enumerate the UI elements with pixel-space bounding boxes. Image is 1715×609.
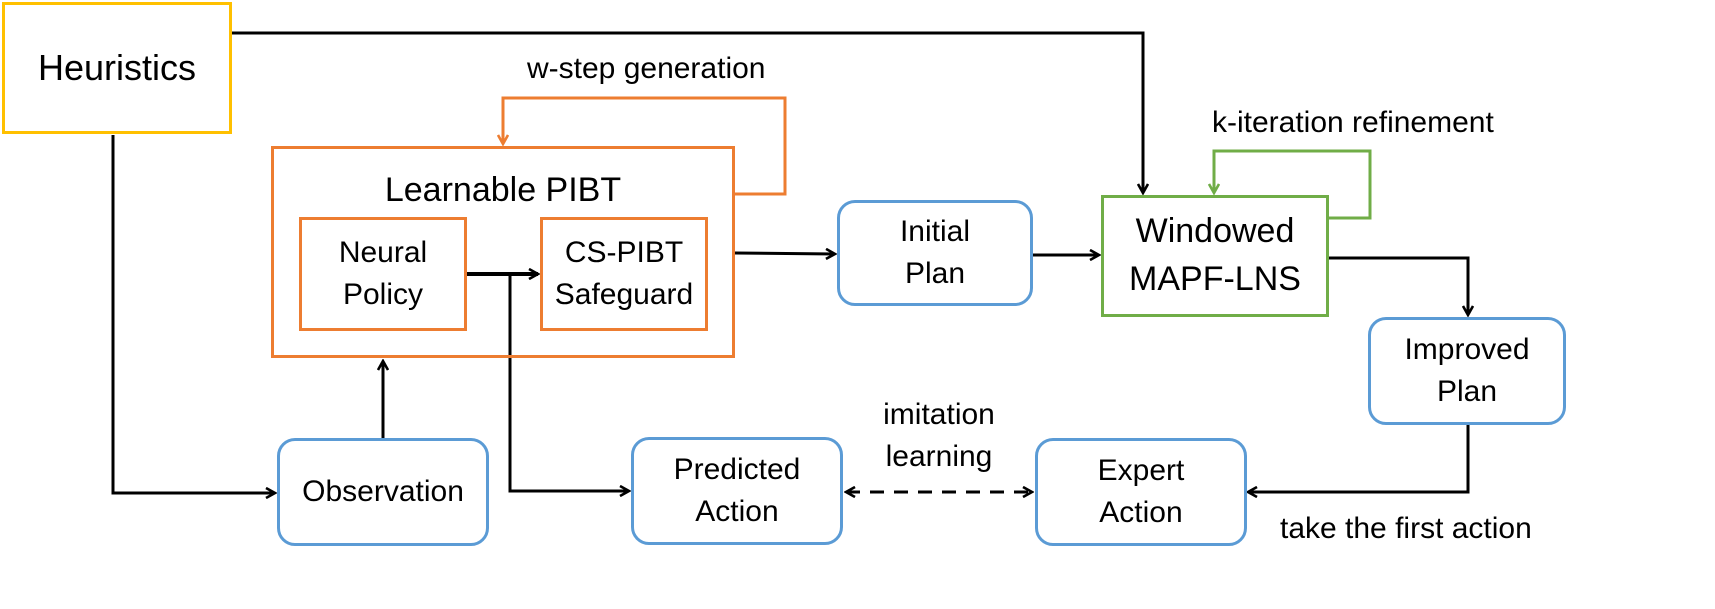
cs-pibt-safeguard-label: CS-PIBT Safeguard	[554, 236, 694, 311]
expert-action-box: Expert Action	[1035, 438, 1247, 546]
neural-policy-label: Neural Policy	[338, 236, 428, 311]
expert-action-label: Expert Action	[1097, 454, 1185, 529]
take-first-action-label: take the first action	[1280, 512, 1532, 545]
heuristics-label: Heuristics	[37, 46, 197, 88]
imitation-learning-label: imitation learning	[883, 398, 995, 473]
heuristics-box: Heuristics	[2, 2, 232, 134]
arrow-mapf-lns-to-improved-plan	[1329, 256, 1468, 315]
arrow-neural-policy-to-predicted-action	[508, 274, 629, 491]
learnable-pibt-label: Learnable PIBT	[384, 171, 622, 209]
initial-plan-box: Initial Plan	[837, 200, 1033, 306]
arrow-heuristics-to-mapf-lns	[232, 31, 1143, 193]
improved-plan-box: Improved Plan	[1368, 317, 1566, 425]
initial-plan-label: Initial Plan	[899, 215, 971, 290]
neural-policy-box: Neural Policy	[299, 217, 467, 331]
windowed-mapf-lns-box: Windowed MAPF-LNS	[1101, 195, 1329, 317]
observation-label: Observation	[302, 475, 464, 508]
learnable-pibt-box: Learnable PIBT	[271, 146, 735, 358]
predicted-action-label: Predicted Action	[673, 453, 801, 528]
arrow-learnable-pibt-to-initial-plan	[734, 253, 835, 254]
arrow-improved-plan-to-expert-action	[1248, 425, 1470, 492]
arrow-heuristics-to-observation	[111, 135, 275, 493]
k-iteration-refinement-label: k-iteration refinement	[1212, 106, 1494, 139]
cs-pibt-safeguard-box: CS-PIBT Safeguard	[540, 217, 708, 331]
observation-box: Observation	[277, 438, 489, 546]
windowed-mapf-lns-label: Windowed MAPF-LNS	[1129, 212, 1301, 298]
loop-w-step-generation	[503, 96, 787, 196]
w-step-generation-label: w-step generation	[527, 52, 766, 85]
improved-plan-label: Improved Plan	[1404, 333, 1530, 408]
predicted-action-box: Predicted Action	[631, 437, 843, 545]
loop-k-iteration-refinement	[1214, 149, 1372, 220]
